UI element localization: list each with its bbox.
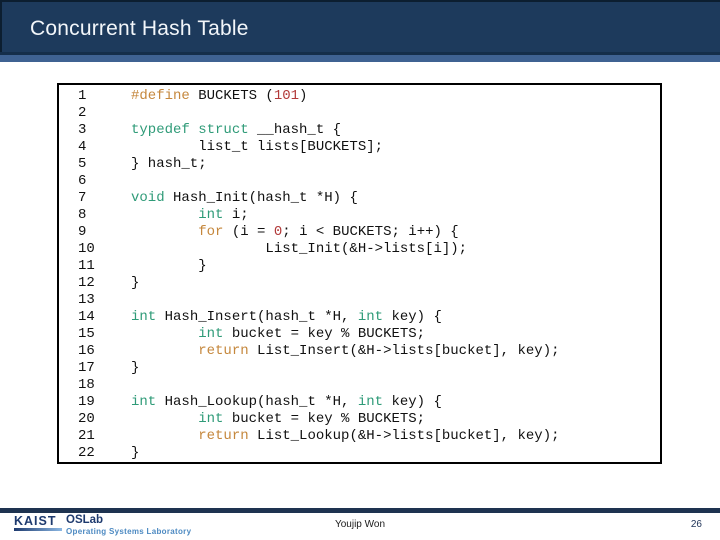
code-line-text: typedef struct __hash_t { (131, 122, 342, 138)
code-line: 3 typedef struct __hash_t { (59, 122, 660, 139)
code-line-number: 18 (78, 377, 95, 393)
code-line-text: int Hash_Insert(hash_t *H, int key) { (131, 309, 442, 325)
code-line: 11 } (59, 258, 660, 275)
oslab-logo-subtitle: Operating Systems Laboratory (66, 527, 192, 536)
code-line-text: int bucket = key % BUCKETS; (198, 411, 426, 427)
code-line-text: List_Init(&H->lists[i]); (131, 241, 468, 257)
code-line-text: } (131, 360, 140, 376)
code-line: 14 int Hash_Insert(hash_t *H, int key) { (59, 309, 660, 326)
code-line-text: } (131, 258, 207, 274)
code-line: 8 int i; (59, 207, 660, 224)
code-line: 9 for (i = 0; i < BUCKETS; i++) { (59, 224, 660, 241)
code-line: 10 List_Init(&H->lists[i]); (59, 241, 660, 258)
footer-divider (0, 508, 720, 513)
code-line: 19 int Hash_Lookup(hash_t *H, int key) { (59, 394, 660, 411)
code-line-number: 20 (78, 411, 95, 427)
page-title: Concurrent Hash Table (30, 17, 249, 40)
code-line-text: } (131, 445, 140, 461)
code-line-number: 6 (78, 173, 87, 189)
code-line: 6 (59, 173, 660, 190)
code-line-number: 1 (78, 88, 87, 104)
code-line: 4 list_t lists[BUCKETS]; (59, 139, 660, 156)
code-line-text: int bucket = key % BUCKETS; (198, 326, 426, 342)
code-line: 22} (59, 445, 660, 462)
code-line: 7 void Hash_Init(hash_t *H) { (59, 190, 660, 207)
code-line: 2 (59, 105, 660, 122)
code-line: 5 } hash_t; (59, 156, 660, 173)
code-line: 17} (59, 360, 660, 377)
code-line: 12} (59, 275, 660, 292)
slide-header: Concurrent Hash Table (0, 0, 720, 52)
code-line-text: void Hash_Init(hash_t *H) { (131, 190, 358, 206)
code-line-number: 5 (78, 156, 87, 172)
code-line-text: int i; (198, 207, 249, 223)
oslab-logo-text: OSLab (66, 514, 104, 526)
code-line-text: return List_Lookup(&H->lists[bucket], ke… (198, 428, 560, 444)
kaist-logo-text: KAIST (14, 514, 57, 528)
header-dark-divider (0, 52, 720, 55)
code-line: 15 int bucket = key % BUCKETS; (59, 326, 660, 343)
kaist-logo-underline (14, 528, 62, 531)
code-line-number: 19 (78, 394, 95, 410)
code-line-number: 11 (78, 258, 95, 274)
code-line-text: list_t lists[BUCKETS]; (131, 139, 384, 155)
code-line-text: for (i = 0; i < BUCKETS; i++) { (198, 224, 459, 240)
code-line-number: 14 (78, 309, 95, 325)
code-line-number: 2 (78, 105, 87, 121)
footer-page-number: 26 (690, 519, 702, 530)
kaist-logo: KAIST (14, 515, 64, 531)
code-line: 16 return List_Insert(&H->lists[bucket],… (59, 343, 660, 360)
code-line-number: 8 (78, 207, 87, 223)
code-line: 18 (59, 377, 660, 394)
code-line-text: } hash_t; (131, 156, 207, 172)
code-line-number: 13 (78, 292, 95, 308)
code-line-number: 12 (78, 275, 95, 291)
code-line-number: 7 (78, 190, 87, 206)
code-line-number: 15 (78, 326, 95, 342)
header-accent-strip (0, 55, 720, 62)
code-line-text: int Hash_Lookup(hash_t *H, int key) { (131, 394, 442, 410)
code-line-number: 10 (78, 241, 95, 257)
code-line-text: #define BUCKETS (101) (131, 88, 308, 104)
code-line-number: 21 (78, 428, 95, 444)
code-line: 20 int bucket = key % BUCKETS; (59, 411, 660, 428)
code-line-text: return List_Insert(&H->lists[bucket], ke… (198, 343, 560, 359)
code-line-number: 16 (78, 343, 95, 359)
code-line: 21 return List_Lookup(&H->lists[bucket],… (59, 428, 660, 445)
code-line-number: 9 (78, 224, 87, 240)
code-line: 13 (59, 292, 660, 309)
code-line-number: 3 (78, 122, 87, 138)
footer-author: Youjip Won (334, 519, 386, 530)
code-line-number: 17 (78, 360, 95, 376)
code-line-number: 4 (78, 139, 87, 155)
code-line-text: } (131, 275, 140, 291)
oslab-logo: OSLab Operating Systems Laboratory (66, 514, 191, 536)
code-line-number: 22 (78, 445, 95, 461)
code-line: 1 #define BUCKETS (101) (59, 88, 660, 105)
